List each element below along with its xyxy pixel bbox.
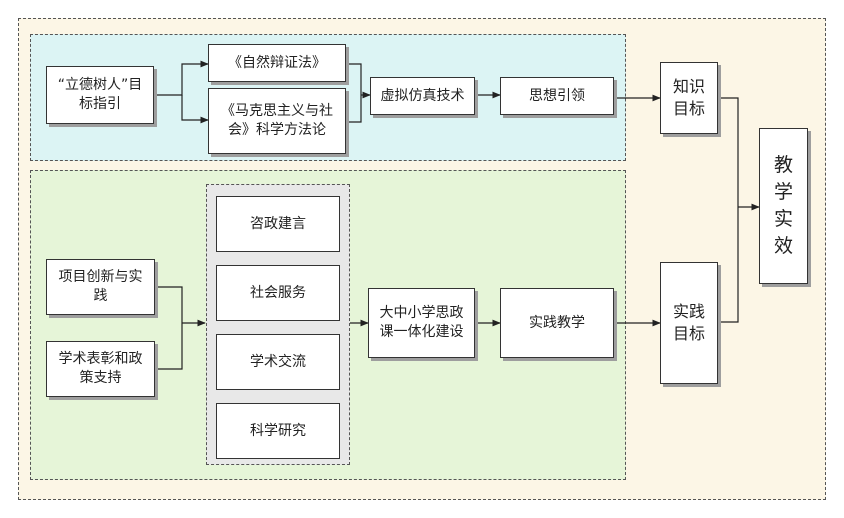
practice-goal-label: 实践目标 (673, 302, 706, 343)
practice-goal-box: 实践目标 (660, 262, 718, 384)
marxism-methodology-label: 《马克思主义与社会》科学方法论 (221, 103, 333, 138)
teaching-effectiveness-box: 教学实效 (759, 128, 808, 284)
ideological-guidance-label: 思想引领 (529, 87, 585, 104)
edge-goal-theory1 (154, 60, 209, 96)
activity-label: 学术交流 (250, 353, 306, 370)
edge-goals-merge (718, 97, 739, 323)
activity-item: 学术交流 (216, 334, 340, 390)
edge-inputs-merge (155, 286, 183, 370)
practical-teaching-box: 实践教学 (500, 288, 614, 358)
activity-label: 社会服务 (250, 284, 306, 301)
dialectics-of-nature-box: 《自然辩证法》 (208, 44, 346, 82)
curriculum-integration-box: 大中小学思政课一体化建设 (368, 288, 475, 358)
marxism-methodology-box: 《马克思主义与社会》科学方法论 (208, 88, 346, 154)
knowledge-goal-box: 知识目标 (660, 62, 718, 134)
activity-item: 社会服务 (216, 265, 340, 321)
teaching-effectiveness-label: 教学实效 (774, 154, 794, 257)
practical-teaching-label: 实践教学 (529, 314, 585, 331)
project-innovation-label: 项目创新与实践 (58, 269, 143, 304)
moral-education-goal-box: “立德树人”目标指引 (46, 66, 154, 124)
activity-label: 咨政建言 (250, 215, 306, 232)
edge-goal-theory2 (181, 95, 209, 124)
ideological-guidance-box: 思想引领 (500, 77, 614, 115)
curriculum-integration-label: 大中小学思政课一体化建设 (379, 305, 464, 340)
virtual-simulation-box: 虚拟仿真技术 (370, 77, 475, 115)
edge-theories-merge (346, 63, 362, 123)
activity-item: 科学研究 (216, 403, 340, 459)
dialectics-of-nature-label: 《自然辩证法》 (228, 54, 326, 71)
virtual-simulation-label: 虚拟仿真技术 (380, 87, 465, 104)
knowledge-goal-label: 知识目标 (673, 77, 706, 118)
academic-support-label: 学术表彰和政策支持 (58, 351, 143, 386)
activity-label: 科学研究 (250, 422, 306, 439)
activity-item: 咨政建言 (216, 196, 340, 252)
project-innovation-box: 项目创新与实践 (46, 259, 155, 315)
moral-education-goal-label: “立德树人”目标指引 (57, 77, 143, 112)
academic-support-box: 学术表彰和政策支持 (46, 341, 155, 397)
